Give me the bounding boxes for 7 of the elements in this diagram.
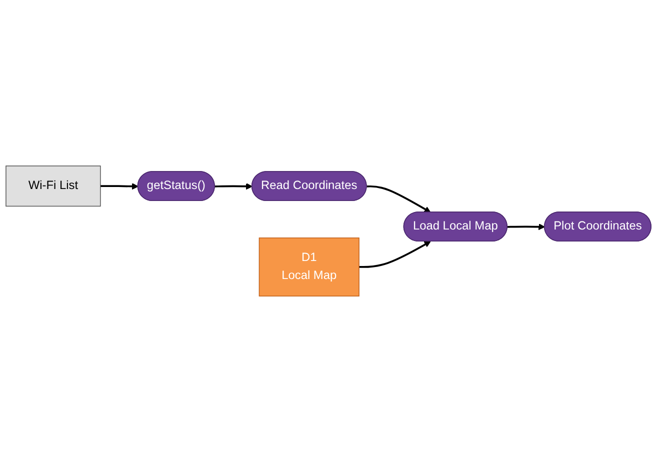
node-box: D1 Local Map [258, 238, 360, 296]
arrow [366, 185, 431, 213]
arrow [214, 183, 252, 190]
arrow [507, 224, 546, 230]
node-box: Wi-Fi List [6, 166, 101, 207]
arrow [100, 183, 138, 190]
arrow [359, 241, 431, 268]
